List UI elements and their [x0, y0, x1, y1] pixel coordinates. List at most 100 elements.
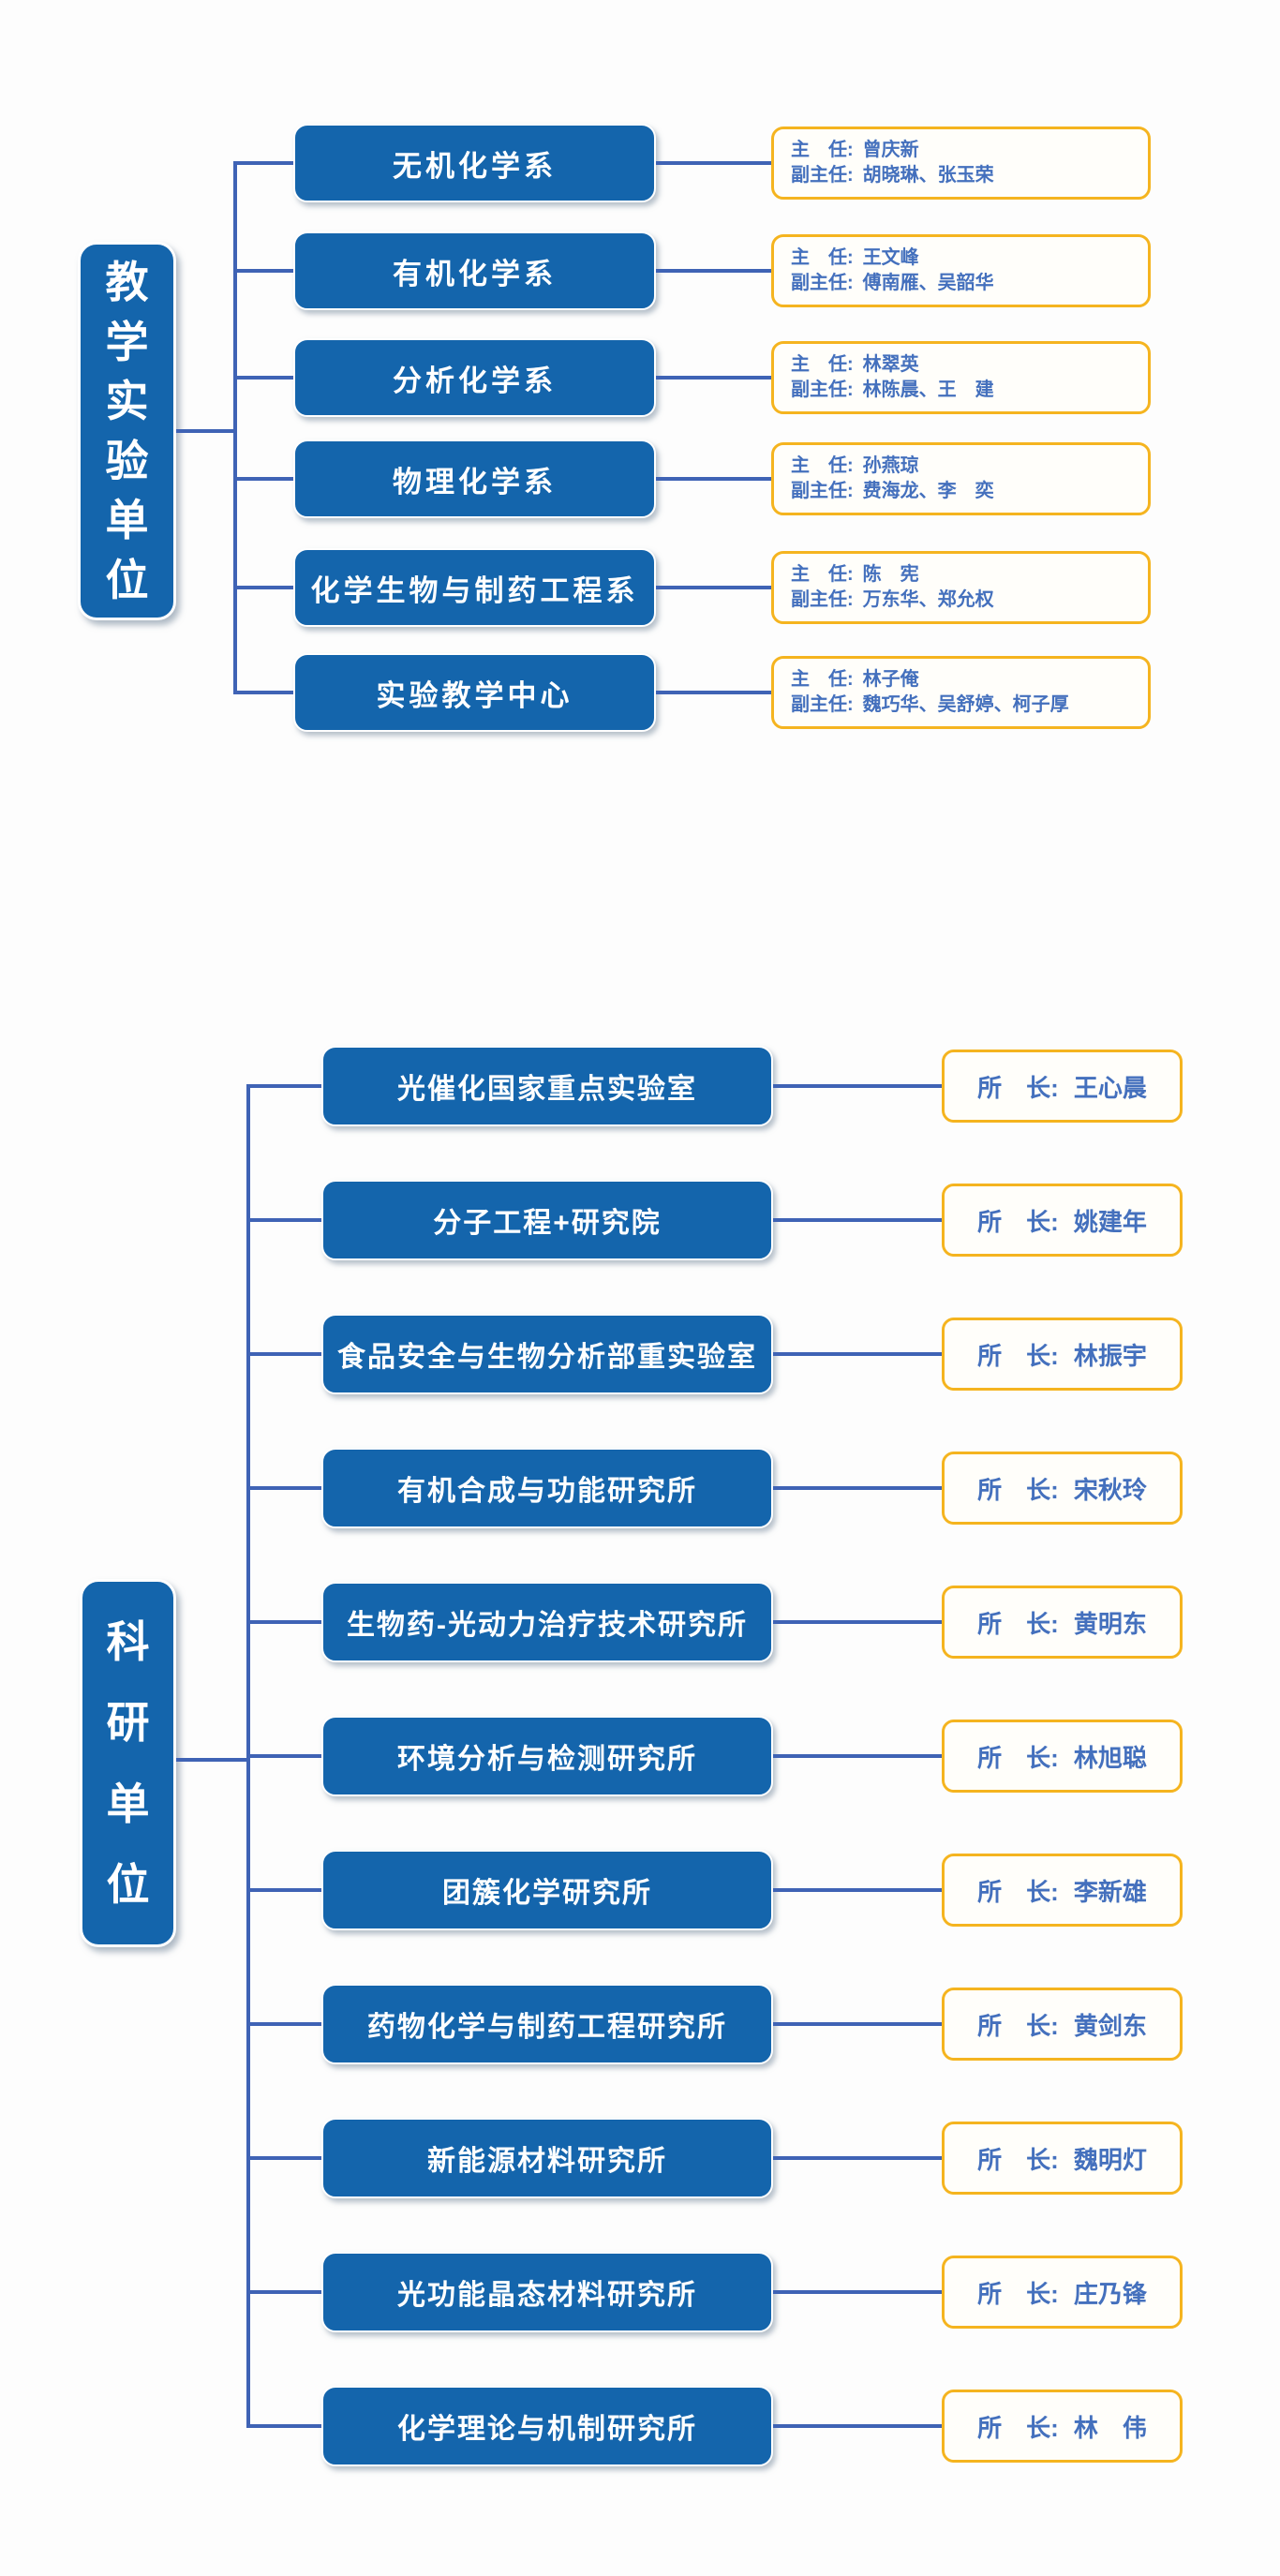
role-label: 副主任: — [791, 380, 854, 400]
leader-names: 费海龙、李 奕 — [862, 481, 994, 501]
leader-names: 魏巧华、吴舒婷、柯子厚 — [862, 694, 1069, 715]
branch-line — [233, 161, 293, 165]
title-char: 教 — [105, 258, 149, 307]
unit-box: 有机化学系 — [293, 231, 656, 310]
branch-line — [233, 691, 293, 694]
leader-name: 黄明东 — [1073, 1609, 1147, 1638]
unit-box: 实验教学中心 — [293, 653, 656, 732]
role-label: 主 任: — [791, 354, 854, 375]
role-label: 所 长: — [977, 1877, 1059, 1906]
leaders-box: 主 任: 陈 宪 副主任: 万东华、郑允权 — [771, 551, 1151, 624]
unit-label: 光催化国家重点实验室 — [397, 1074, 697, 1105]
role-label: 所 长: — [977, 2011, 1059, 2040]
branch-line — [233, 376, 293, 380]
unit-label: 化学理论与机制研究所 — [397, 2414, 697, 2445]
leader-names: 傅南雁、吴韶华 — [862, 273, 994, 293]
title-char: 科 — [106, 1616, 150, 1666]
leader-names: 王文峰 — [862, 247, 919, 268]
role-label: 主 任: — [791, 247, 854, 268]
branch-line — [233, 586, 293, 589]
connector-line — [773, 2290, 942, 2294]
unit-label: 分子工程+研究院 — [433, 1208, 662, 1239]
title-char: 单 — [106, 1779, 150, 1828]
branch-line — [246, 1888, 321, 1892]
leader-name: 魏明灯 — [1073, 2145, 1147, 2174]
unit-box: 食品安全与生物分析部重实验室 — [321, 1314, 773, 1394]
role-label: 主 任: — [791, 455, 854, 476]
leader-names: 孙燕琼 — [862, 455, 919, 476]
unit-box: 化学理论与机制研究所 — [321, 2386, 773, 2466]
unit-label: 实验教学中心 — [376, 678, 573, 712]
branch-line — [246, 1486, 321, 1490]
unit-box: 光功能晶态材料研究所 — [321, 2252, 773, 2332]
role-label: 所 长: — [977, 1609, 1059, 1638]
branch-line — [233, 269, 293, 273]
unit-label: 药物化学与制药工程研究所 — [367, 2012, 727, 2043]
branch-line — [246, 2290, 321, 2294]
role-label: 副主任: — [791, 589, 854, 610]
director-line: 主 任:林子俺 — [791, 667, 1148, 692]
unit-box: 分析化学系 — [293, 338, 656, 417]
leaders-box: 主 任:孙燕琼 副主任:费海龙、李 奕 — [771, 442, 1151, 515]
role-label: 主 任: — [791, 564, 854, 585]
branch-line — [246, 1084, 321, 1088]
connector-line — [773, 2424, 942, 2428]
leader-name: 林 伟 — [1073, 2413, 1147, 2442]
director-line: 主 任: 曾庆新 — [791, 138, 1148, 163]
title-char: 单 — [105, 496, 149, 545]
connector-line — [773, 1486, 942, 1490]
leader-name: 庄乃锋 — [1073, 2279, 1147, 2308]
title-char: 研 — [106, 1698, 150, 1748]
leader-name: 林旭聪 — [1073, 1743, 1147, 1772]
leader-names: 林翠英 — [862, 354, 919, 375]
connector-line — [656, 161, 771, 165]
unit-box: 生物药-光动力治疗技术研究所 — [321, 1582, 773, 1662]
leader-box: 所 长:李新雄 — [942, 1854, 1183, 1927]
unit-box: 有机合成与功能研究所 — [321, 1448, 773, 1528]
connector-line — [773, 1620, 942, 1624]
leader-names: 万东华、郑允权 — [862, 589, 994, 610]
leader-names: 陈 宪 — [862, 564, 919, 585]
unit-box: 团簇化学研究所 — [321, 1850, 773, 1930]
connector-line — [773, 2022, 942, 2026]
branch-line — [246, 2156, 321, 2160]
unit-box: 无机化学系 — [293, 124, 656, 202]
unit-label: 光功能晶态材料研究所 — [397, 2280, 697, 2311]
branch-line — [246, 1620, 321, 1624]
connector-line — [656, 269, 771, 273]
unit-label: 环境分析与检测研究所 — [397, 1744, 697, 1775]
role-label: 所 长: — [977, 2145, 1059, 2174]
title-char: 位 — [105, 555, 149, 604]
leader-names: 曾庆新 — [862, 140, 919, 160]
unit-label: 分析化学系 — [393, 364, 557, 397]
role-label: 主 任: — [791, 140, 854, 160]
branch-line — [246, 1754, 321, 1758]
director-line: 主 任: 陈 宪 — [791, 562, 1148, 588]
title-connector-line — [176, 429, 233, 433]
unit-box: 新能源材料研究所 — [321, 2118, 773, 2198]
leader-names: 林陈晨、王 建 — [862, 380, 994, 400]
title-char: 位 — [106, 1860, 150, 1910]
role-label: 副主任: — [791, 165, 854, 186]
leader-box: 所 长:庄乃锋 — [942, 2256, 1183, 2329]
leader-name: 姚建年 — [1073, 1207, 1147, 1236]
role-label: 所 长: — [977, 1341, 1059, 1370]
unit-box: 药物化学与制药工程研究所 — [321, 1984, 773, 2064]
leaders-box: 主 任: 林翠英 副主任: 林陈晨、王 建 — [771, 341, 1151, 414]
connector-line — [773, 1352, 942, 1356]
leader-box: 所 长: 魏明灯 — [942, 2122, 1183, 2195]
unit-box: 物理化学系 — [293, 439, 656, 518]
role-label: 所 长: — [977, 1475, 1059, 1504]
section-title-teaching: 教 学 实 验 单 位 — [78, 242, 176, 620]
leader-names: 胡晓琳、张玉荣 — [862, 165, 994, 186]
deputy-line: 副主任: 林陈晨、王 建 — [791, 378, 1148, 403]
unit-label: 化学生物与制药工程系 — [310, 573, 639, 607]
deputy-line: 副主任:魏巧华、吴舒婷、柯子厚 — [791, 692, 1148, 718]
unit-label: 生物药-光动力治疗技术研究所 — [347, 1610, 748, 1641]
leaders-box: 主 任:林子俺 副主任:魏巧华、吴舒婷、柯子厚 — [771, 656, 1151, 729]
deputy-line: 副主任: 万东华、郑允权 — [791, 588, 1148, 613]
branch-line — [246, 2424, 321, 2428]
leader-box: 所 长:林旭聪 — [942, 1720, 1183, 1793]
leaders-box: 主 任: 曾庆新 副主任: 胡晓琳、张玉荣 — [771, 127, 1151, 200]
